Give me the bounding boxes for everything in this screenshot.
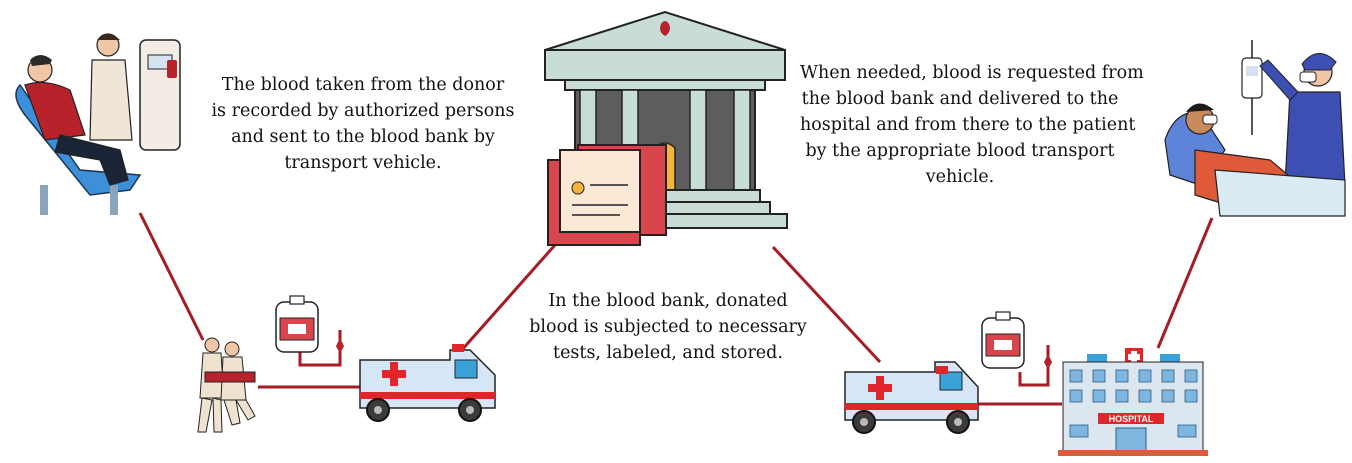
patient-icon <box>1164 40 1346 217</box>
blood-bag-icon <box>275 295 344 353</box>
caption-bank-to-patient: When needed, blood is requested from the… <box>800 60 1144 190</box>
medical-staff-icon <box>197 337 256 433</box>
caption-line: transport vehicle. <box>284 153 442 173</box>
ambulance-icon <box>844 361 979 434</box>
caption-line: and sent to the blood bank by <box>231 127 495 147</box>
caption-line: the blood bank and delivered to the <box>801 89 1119 109</box>
caption-in-bank: In the blood bank, donated blood is subj… <box>518 288 818 366</box>
ambulance-icon <box>359 344 496 422</box>
connector-bank-ambulance <box>771 245 882 364</box>
caption-line: In the blood bank, donated <box>548 291 788 311</box>
caption-donor-to-bank: The blood taken from the donor is record… <box>208 72 518 176</box>
caption-line: is recorded by authorized persons <box>211 101 515 121</box>
caption-line: When needed, blood is requested from <box>800 63 1144 83</box>
caption-line: hospital and from there to the patient <box>800 115 1136 135</box>
caption-line: The blood taken from the donor <box>221 75 505 95</box>
blood-bag-icon <box>981 311 1052 369</box>
connector-ambulance-bank <box>458 244 557 353</box>
hospital-icon: HOSPITAL <box>1058 348 1208 456</box>
hospital-sign: HOSPITAL <box>1109 414 1154 424</box>
caption-line: by the appropriate blood transport <box>805 141 1115 161</box>
connector-hospital-patient <box>1156 217 1214 349</box>
connector-donor-staff <box>138 212 205 341</box>
caption-line: blood is subjected to necessary <box>529 317 807 337</box>
document-icon <box>547 144 667 246</box>
caption-line: vehicle. <box>925 167 995 187</box>
caption-line: tests, labeled, and stored. <box>553 343 783 363</box>
blood-donor-icon <box>15 33 181 215</box>
